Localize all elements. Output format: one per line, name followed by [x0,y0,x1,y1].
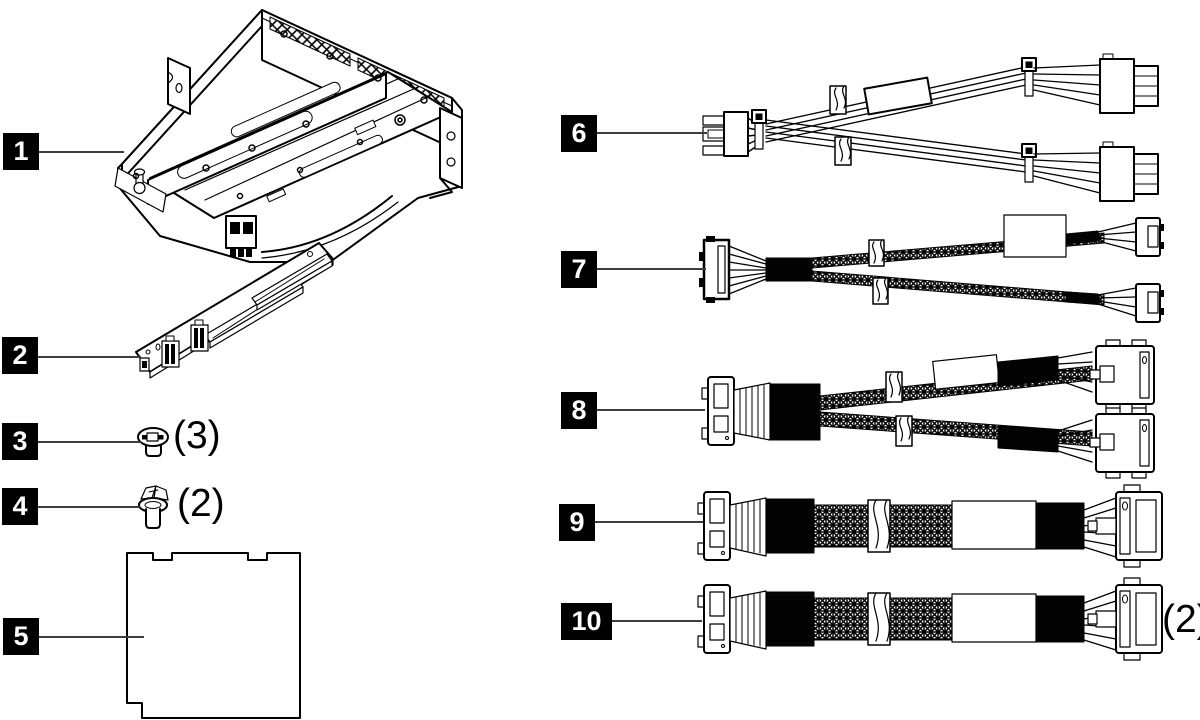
power-connector-left [702,111,758,157]
callout-7: 7 [561,251,597,288]
cable-tie [751,109,767,150]
callout-3: 3 [2,423,38,460]
leader-line-10 [612,620,702,622]
mcio-straight-cable-drawing-10 [697,577,1163,661]
leader-line-5 [39,636,144,638]
leader-line-7 [597,268,706,270]
cage-screw-holes [132,30,428,200]
callout-6: 6 [561,115,597,152]
mcio-straight-cable-drawing-9 [697,484,1163,568]
leader-line-3 [38,441,141,443]
leader-line-8 [597,409,705,411]
riser-card-drawing [135,242,334,379]
mcio-connector-right-bottom [1089,407,1155,479]
callout-4: 4 [2,488,38,525]
leader-line-1 [39,151,124,153]
callout-10: 10 [561,603,612,640]
screw-drawing [137,427,169,457]
power-y-cable-drawing [702,53,1159,202]
hd-connector-right-bottom [1135,283,1164,323]
leader-line-4 [38,506,140,508]
hd-connector-right-top [1135,217,1164,257]
cable-sleeve [951,500,1037,550]
cable-tie [1021,57,1037,97]
power-connector-right-bottom [1099,141,1159,202]
mcio-connector-left [697,491,767,561]
mcio-y-cable-drawing [701,339,1155,479]
filler-panel-drawing [126,552,301,719]
hd-connector-left [699,236,767,303]
mcio-connector-right [1087,484,1163,568]
leader-line-6 [597,132,707,134]
power-connector-right-top [1099,53,1159,114]
leader-line-9 [595,521,703,523]
riser-cage-drawing [114,9,463,263]
quantity-label-rivets: (2) [177,482,225,525]
leader-line-2 [38,356,141,358]
cable-tie [1021,143,1037,183]
quantity-label-screws: (3) [173,414,221,457]
callout-1: 1 [3,133,39,170]
rivet-drawing [138,485,169,529]
cable-label-box [1003,214,1067,258]
mcio-connector-left [701,376,771,446]
callout-5: 5 [3,618,39,655]
quantity-label-cables: (2) [1162,598,1200,641]
mcio-connector-right-top [1089,339,1155,411]
signal-y-cable-drawing [699,214,1164,323]
callout-9: 9 [559,504,595,541]
callout-2: 2 [2,337,38,374]
callout-8: 8 [561,392,597,429]
